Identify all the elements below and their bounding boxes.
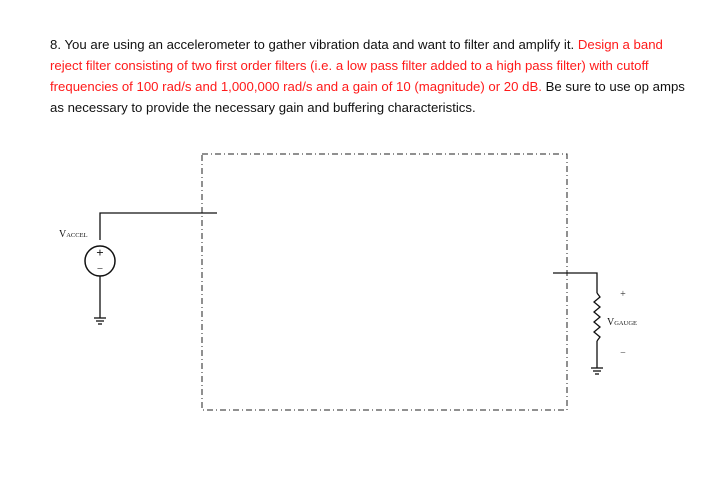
gauge-label-sub: GAUGE — [614, 320, 637, 327]
gauge-minus-sign: − — [620, 348, 626, 359]
input-wire — [99, 212, 217, 240]
question-intro: You are using an accelerometer to gather… — [64, 37, 575, 52]
source-ground-icon — [94, 317, 106, 325]
load-ground-icon — [591, 367, 603, 375]
gauge-plus-sign: + — [620, 289, 626, 300]
gauge-label-main: V — [607, 317, 615, 328]
source-label: VACCEL — [59, 229, 88, 240]
source-plus-sign: + — [96, 245, 103, 260]
question-number: 8. — [50, 37, 61, 52]
question-text: 8. You are using an accelerometer to gat… — [50, 34, 690, 118]
output-wire — [553, 272, 598, 293]
voltage-source-accel: + − — [84, 245, 116, 277]
filter-design-box — [201, 153, 568, 411]
question-highlight: Design a band reject filter consisting o… — [50, 37, 663, 94]
question-closing: Be sure to use op amps as necessary to p… — [50, 79, 685, 115]
gauge-resistor-icon — [592, 292, 602, 342]
source-label-sub: ACCEL — [66, 232, 87, 239]
gauge-label: VGAUGE — [607, 317, 637, 328]
source-label-main: V — [59, 229, 67, 240]
source-minus-sign: − — [97, 263, 103, 275]
